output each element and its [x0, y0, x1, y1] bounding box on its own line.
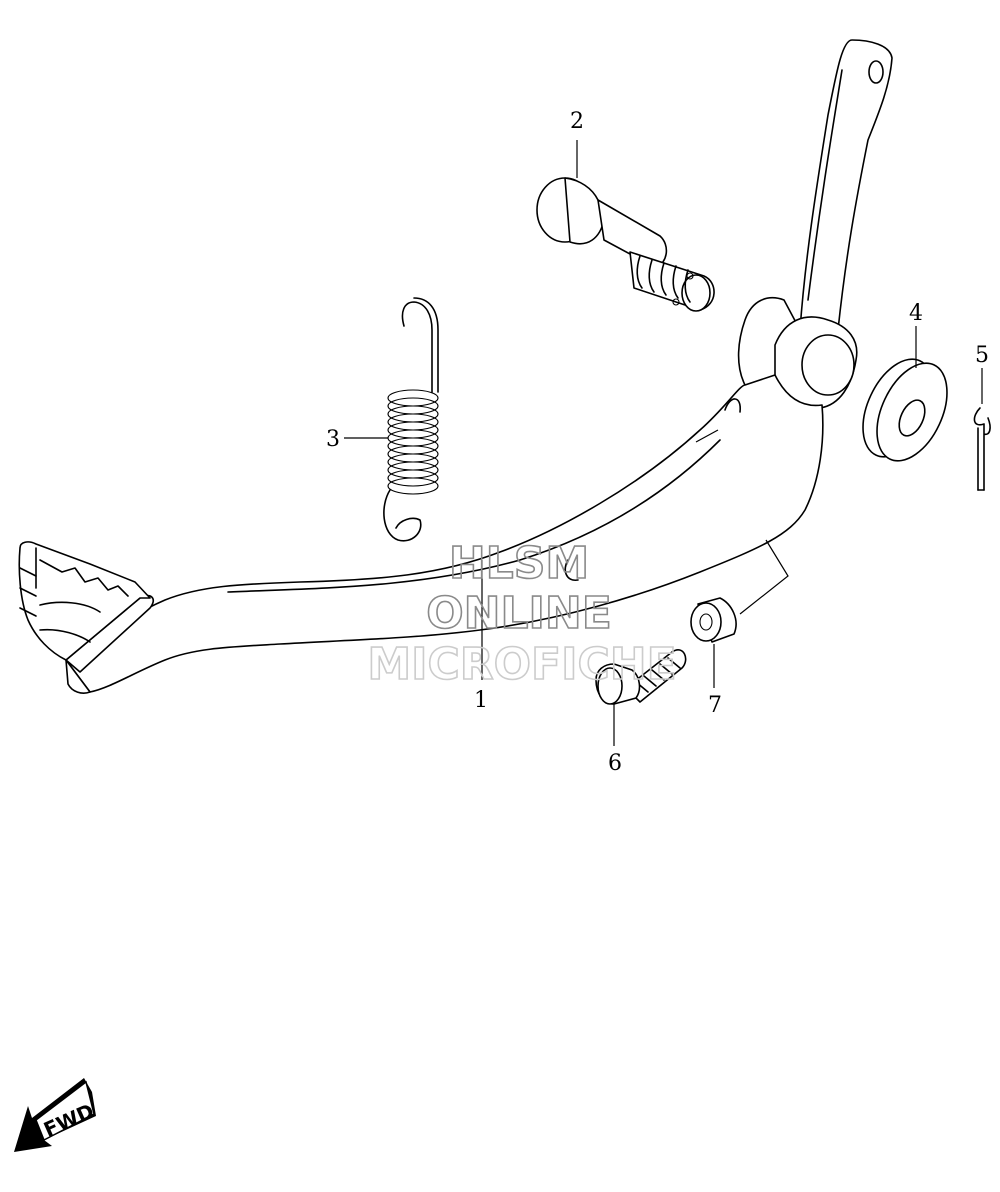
callout-3: 3	[326, 427, 340, 452]
callout-4: 4	[909, 301, 923, 326]
callout-2: 2	[570, 109, 584, 134]
nut	[690, 597, 737, 643]
callout-1: 1	[474, 688, 488, 713]
cotter-pin	[973, 407, 991, 491]
watermark: HLSM ONLINE MICROFICHE	[367, 537, 678, 691]
callout-6: 6	[608, 751, 622, 776]
callout-7: 7	[708, 693, 722, 718]
watermark-line2: ONLINE	[426, 588, 612, 639]
fwd-arrow-icon: FWD	[14, 1078, 98, 1152]
callout-5: 5	[975, 343, 989, 368]
pivot-bolt	[536, 177, 715, 312]
brake-pedal	[18, 39, 893, 694]
bolt	[595, 649, 687, 705]
washer	[862, 358, 948, 462]
return-spring	[383, 297, 439, 542]
watermark-line1: HLSM	[449, 538, 589, 589]
watermark-line3: MICROFICHE	[367, 639, 676, 690]
